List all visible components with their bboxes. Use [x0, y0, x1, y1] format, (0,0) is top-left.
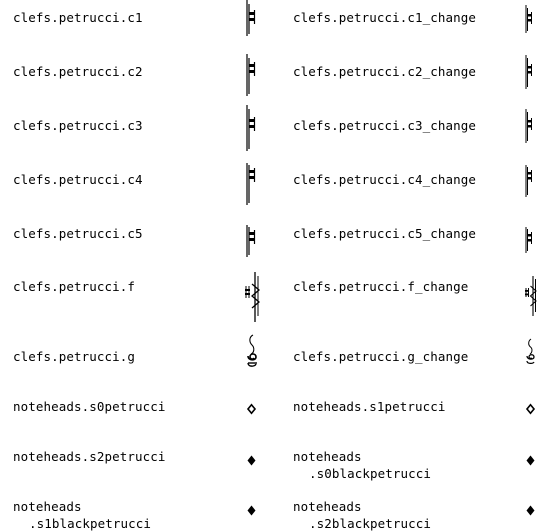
glyph-name: noteheads .s1blackpetrucci — [13, 498, 151, 532]
glyph-name: clefs.petrucci.c4 — [13, 172, 143, 187]
c-clef-small-icon — [525, 5, 533, 33]
glyph-name: clefs.petrucci.g_change — [293, 349, 469, 364]
glyph-name-line1: noteheads — [293, 449, 362, 464]
glyph-name: clefs.petrucci.g — [13, 349, 136, 364]
c-clef-small-icon — [525, 55, 533, 89]
filled-diamond-notehead-icon — [247, 455, 256, 466]
c-clef-icon — [246, 225, 256, 257]
c-clef-icon — [246, 105, 256, 151]
c-clef-small-icon — [525, 109, 533, 143]
glyph-name: noteheads .s0blackpetrucci — [293, 448, 431, 482]
glyph-name: noteheads .s2blackpetrucci — [293, 498, 431, 532]
filled-diamond-notehead-icon — [247, 505, 256, 516]
c-clef-small-icon — [525, 227, 533, 253]
hollow-diamond-notehead-icon — [246, 403, 257, 415]
glyph-name: clefs.petrucci.c3 — [13, 118, 143, 133]
glyph-name: noteheads.s1petrucci — [293, 399, 446, 414]
hollow-diamond-notehead-icon — [525, 403, 536, 415]
glyph-name: clefs.petrucci.f — [13, 279, 136, 294]
g-clef-small-icon — [525, 338, 536, 366]
glyph-name-line1: noteheads — [13, 499, 82, 514]
glyph-name: clefs.petrucci.c5 — [13, 226, 143, 241]
glyph-name: noteheads.s0petrucci — [13, 399, 166, 414]
f-clef-small-icon — [525, 276, 537, 316]
glyph-name: clefs.petrucci.c2_change — [293, 64, 477, 79]
glyph-name: clefs.petrucci.c1 — [13, 10, 143, 25]
glyph-name-line2: .s2blackpetrucci — [309, 516, 432, 531]
filled-diamond-notehead-icon — [526, 455, 535, 466]
filled-diamond-notehead-icon — [526, 505, 535, 516]
glyph-name: clefs.petrucci.c1_change — [293, 10, 477, 25]
glyph-name: clefs.petrucci.c3_change — [293, 118, 477, 133]
glyph-name: clefs.petrucci.f_change — [293, 279, 469, 294]
glyph-name: clefs.petrucci.c2 — [13, 64, 143, 79]
glyph-name-line1: noteheads — [293, 499, 362, 514]
g-clef-icon — [245, 333, 259, 369]
glyph-name: clefs.petrucci.c4_change — [293, 172, 477, 187]
glyph-name-line2: .s1blackpetrucci — [29, 516, 152, 531]
f-clef-icon — [245, 272, 261, 322]
c-clef-icon — [246, 0, 256, 36]
c-clef-icon — [246, 54, 256, 96]
glyph-name: noteheads.s2petrucci — [13, 449, 166, 464]
glyph-name-line2: .s0blackpetrucci — [309, 466, 432, 481]
glyph-name: clefs.petrucci.c5_change — [293, 226, 477, 241]
c-clef-icon — [246, 163, 256, 205]
c-clef-small-icon — [525, 165, 533, 197]
